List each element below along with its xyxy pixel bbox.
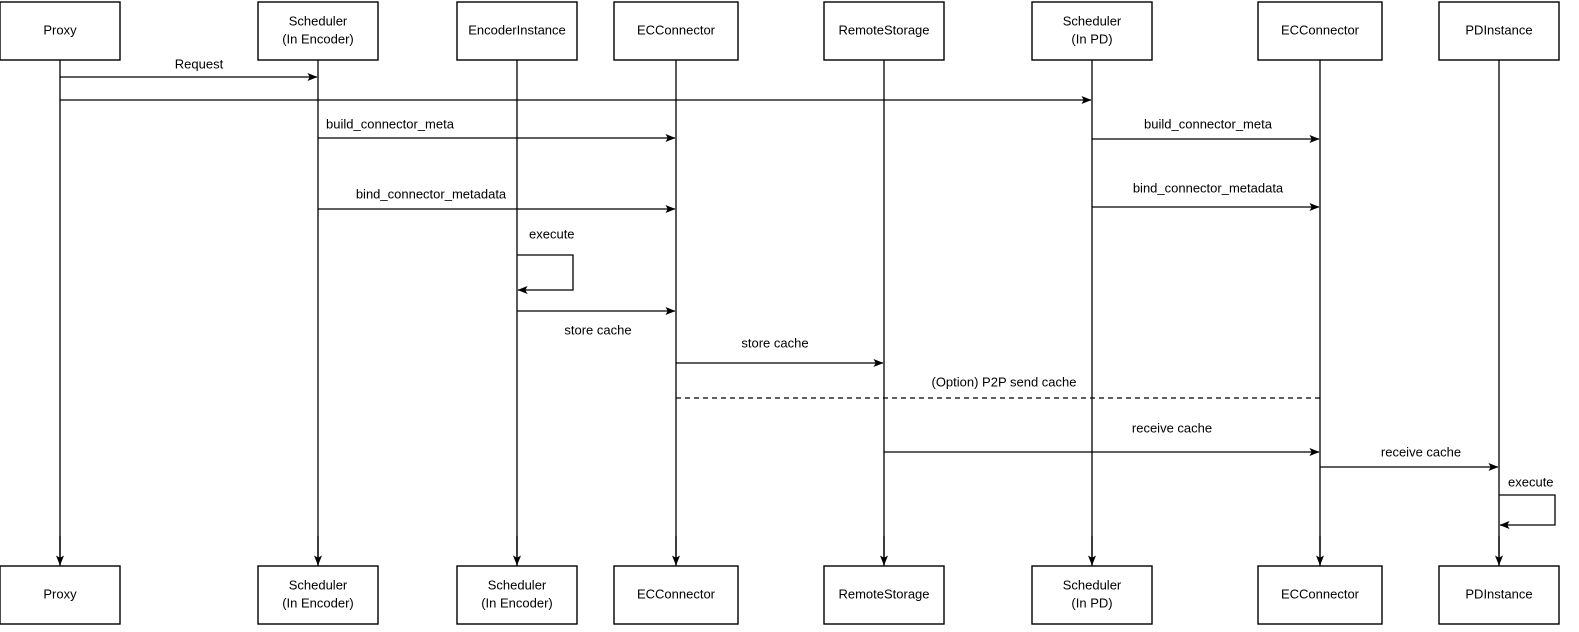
bottom-participant-box-proxy <box>0 565 121 625</box>
bottom-participant-label-scheduler-enc: Scheduler <box>289 577 348 592</box>
bottom-participant-sublabel-scheduler-enc: (In Encoder) <box>282 595 354 610</box>
message-label-m3: build_connector_meta <box>326 116 455 131</box>
bottom-participant-scheduler-enc[interactable]: Scheduler (In Encoder) <box>257 565 379 625</box>
top-participant-ecconnector-1[interactable]: ECConnector <box>613 1 739 61</box>
top-participant-box-ecconnector-1 <box>613 1 739 61</box>
top-participant-label-remotestorage: RemoteStorage <box>838 22 929 37</box>
top-participant-sublabel-scheduler-enc: (In Encoder) <box>282 31 354 46</box>
top-participant-box-encoder-inst <box>456 1 578 61</box>
message-m8[interactable]: store cache <box>676 335 884 367</box>
self-message-label-s2: execute <box>1508 474 1554 489</box>
bottom-participant-label-scheduler-pd: Scheduler <box>1063 577 1122 592</box>
bottom-participant-label-remotestorage: RemoteStorage <box>838 586 929 601</box>
self-message-path-s2 <box>1499 494 1556 529</box>
message-label-m6: bind_connector_metadata <box>1133 180 1284 195</box>
top-participant-label-ecconnector-1: ECConnector <box>637 22 716 37</box>
top-participant-scheduler-pd[interactable]: Scheduler (In PD) <box>1031 1 1153 61</box>
message-m3[interactable]: build_connector_meta <box>318 116 676 142</box>
message-m9[interactable]: (Option) P2P send cache <box>676 374 1320 399</box>
bottom-participant-box-encoder-inst <box>456 565 578 625</box>
bottom-participant-box-pdinstance <box>1438 565 1560 625</box>
message-label-m8: store cache <box>741 335 808 350</box>
self-message-s2[interactable]: execute <box>1499 474 1556 529</box>
messages-layer: Request build_connector_meta build_connect… <box>60 56 1499 471</box>
top-participant-pdinstance[interactable]: PDInstance <box>1438 1 1560 61</box>
top-participant-label-scheduler-pd: Scheduler <box>1063 13 1122 28</box>
top-participant-sublabel-scheduler-pd: (In PD) <box>1071 31 1112 46</box>
bottom-participant-box-ecconnector-2 <box>1257 565 1383 625</box>
message-label-m1: Request <box>175 56 224 71</box>
message-label-m5: bind_connector_metadata <box>356 186 507 201</box>
message-m5[interactable]: bind_connector_metadata <box>318 186 676 213</box>
top-participant-box-scheduler-pd <box>1031 1 1153 61</box>
lifelines-layer <box>56 60 1503 566</box>
bottom-participant-label-pdinstance: PDInstance <box>1465 586 1532 601</box>
bottom-participant-label-ecconnector-2: ECConnector <box>1281 586 1360 601</box>
bottom-participant-label-ecconnector-1: ECConnector <box>637 586 716 601</box>
bottom-participant-box-ecconnector-1 <box>613 565 739 625</box>
message-label-m4: build_connector_meta <box>1144 116 1273 131</box>
top-participant-box-remotestorage <box>823 1 945 61</box>
top-participant-box-scheduler-enc <box>257 1 379 61</box>
top-participant-box-pdinstance <box>1438 1 1560 61</box>
message-m10[interactable]: receive cache <box>884 420 1320 456</box>
bottom-participant-proxy[interactable]: Proxy <box>0 565 121 625</box>
bottom-participant-sublabel-encoder-inst: (In Encoder) <box>481 595 553 610</box>
top-participant-box-ecconnector-2 <box>1257 1 1383 61</box>
bottom-participant-ecconnector-1[interactable]: ECConnector <box>613 565 739 625</box>
message-label-m9: (Option) P2P send cache <box>931 374 1076 389</box>
bottom-participant-label-proxy: Proxy <box>43 586 77 601</box>
bottom-participant-remotestorage[interactable]: RemoteStorage <box>823 565 945 625</box>
bottom-participant-pdinstance[interactable]: PDInstance <box>1438 565 1560 625</box>
top-participant-label-ecconnector-2: ECConnector <box>1281 22 1360 37</box>
top-participant-scheduler-enc[interactable]: Scheduler (In Encoder) <box>257 1 379 61</box>
bottom-participant-box-scheduler-pd <box>1031 565 1153 625</box>
bottom-participant-box-remotestorage <box>823 565 945 625</box>
bottom-participant-sublabel-scheduler-pd: (In PD) <box>1071 595 1112 610</box>
top-participant-encoder-inst[interactable]: EncoderInstance <box>456 1 578 61</box>
top-participant-remotestorage[interactable]: RemoteStorage <box>823 1 945 61</box>
message-label-m11: receive cache <box>1381 444 1461 459</box>
top-participant-ecconnector-2[interactable]: ECConnector <box>1257 1 1383 61</box>
top-participant-label-proxy: Proxy <box>43 22 77 37</box>
top-participant-label-pdinstance: PDInstance <box>1465 22 1532 37</box>
bottom-participant-box-scheduler-enc <box>257 565 379 625</box>
message-m1[interactable]: Request <box>60 56 318 81</box>
message-m6[interactable]: bind_connector_metadata <box>1092 180 1320 211</box>
message-label-m7: store cache <box>564 322 631 337</box>
bottom-participant-label-encoder-inst: Scheduler <box>488 577 547 592</box>
top-participant-label-scheduler-enc: Scheduler <box>289 13 348 28</box>
top-participant-proxy[interactable]: Proxy <box>0 1 121 61</box>
message-m11[interactable]: receive cache <box>1320 444 1499 471</box>
message-label-m10: receive cache <box>1132 420 1212 435</box>
bottom-participant-ecconnector-2[interactable]: ECConnector <box>1257 565 1383 625</box>
bottom-participant-encoder-inst[interactable]: Scheduler (In Encoder) <box>456 565 578 625</box>
top-participant-box-proxy <box>0 1 121 61</box>
self-message-s1[interactable]: execute <box>517 226 575 294</box>
message-m7[interactable]: store cache <box>517 307 676 337</box>
message-m4[interactable]: build_connector_meta <box>1092 116 1320 143</box>
top-participant-label-encoder-inst: EncoderInstance <box>468 22 566 37</box>
bottom-participant-scheduler-pd[interactable]: Scheduler (In PD) <box>1031 565 1153 625</box>
self-messages-layer: execute execute <box>517 226 1556 529</box>
self-message-path-s1 <box>517 254 574 294</box>
self-message-label-s1: execute <box>529 226 575 241</box>
